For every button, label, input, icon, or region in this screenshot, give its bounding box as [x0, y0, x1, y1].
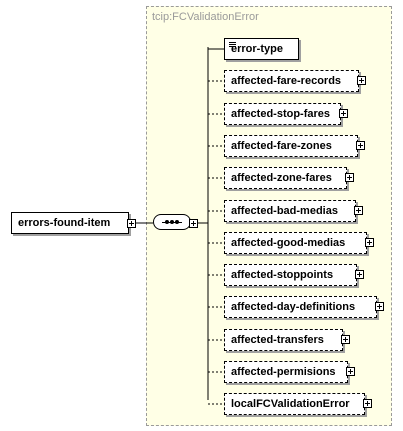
child-element-affected-zone-fares[interactable]: affected-zone-fares — [224, 167, 347, 189]
child-element-affected-fare-zones[interactable]: affected-fare-zones — [224, 135, 358, 157]
child-element-label: affected-transfers — [231, 334, 324, 346]
child-element-affected-day-definitions[interactable]: affected-day-definitions — [224, 296, 377, 318]
expand-icon[interactable] — [375, 302, 384, 311]
complex-type-label: tcip:FCValidationError — [152, 11, 259, 23]
child-element-affected-bad-medias[interactable]: affected-bad-medias — [224, 200, 356, 222]
child-element-error-type[interactable]: error-type — [224, 38, 299, 60]
child-element-label: affected-zone-fares — [231, 172, 332, 184]
expand-icon[interactable] — [346, 367, 355, 376]
child-element-label: localFCValidationError — [231, 398, 350, 410]
sequence-dots-icon — [162, 220, 182, 224]
expand-icon[interactable] — [341, 335, 350, 344]
expand-icon[interactable] — [363, 399, 372, 408]
child-element-affected-transfers[interactable]: affected-transfers — [224, 329, 343, 351]
expand-icon[interactable] — [354, 206, 363, 215]
root-expand-icon[interactable] — [127, 219, 136, 228]
root-element-label: errors-found-item — [18, 217, 111, 229]
child-element-label: affected-day-definitions — [231, 301, 356, 313]
child-element-label: error-type — [231, 43, 283, 55]
expand-icon[interactable] — [345, 173, 354, 182]
child-element-label: affected-stop-fares — [231, 108, 331, 120]
child-element-label: affected-fare-zones — [231, 140, 332, 152]
expand-icon[interactable] — [355, 270, 364, 279]
element-list-icon — [229, 42, 236, 48]
child-element-affected-permisions[interactable]: affected-permisions — [224, 361, 348, 383]
root-element-errors-found-item[interactable]: errors-found-item — [11, 212, 129, 234]
sequence-compositor[interactable] — [153, 214, 191, 230]
child-element-affected-stop-fares[interactable]: affected-stop-fares — [224, 103, 341, 125]
expand-icon[interactable] — [357, 76, 366, 85]
child-element-label: affected-bad-medias — [231, 205, 338, 217]
child-element-label: affected-permisions — [231, 366, 336, 378]
expand-icon[interactable] — [365, 238, 374, 247]
child-element-label: affected-good-medias — [231, 237, 346, 249]
child-element-label: affected-stoppoints — [231, 269, 334, 281]
child-element-affected-fare-records[interactable]: affected-fare-records — [224, 70, 359, 92]
expand-icon[interactable] — [339, 109, 348, 118]
child-element-affected-good-medias[interactable]: affected-good-medias — [224, 232, 367, 254]
child-element-affected-stoppoints[interactable]: affected-stoppoints — [224, 264, 357, 286]
child-element-localfcvalidationerror[interactable]: localFCValidationError — [224, 393, 365, 415]
expand-icon[interactable] — [356, 141, 365, 150]
child-element-label: affected-fare-records — [231, 75, 342, 87]
sequence-collapse-icon[interactable] — [189, 219, 198, 228]
